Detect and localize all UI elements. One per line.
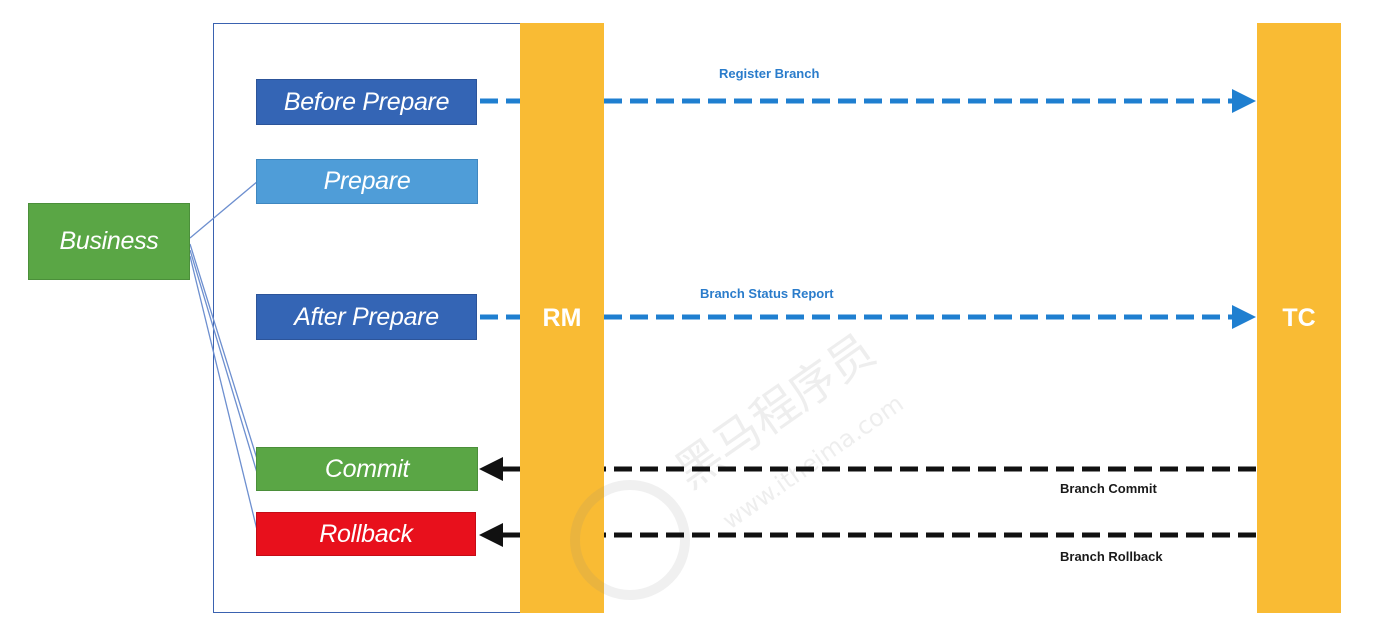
- business-box: Business: [28, 203, 190, 280]
- rm-lane: RM: [520, 23, 604, 613]
- prepare-box: Prepare: [256, 159, 478, 204]
- business-label: Business: [59, 227, 159, 255]
- prepare-label: Prepare: [323, 167, 411, 195]
- register-branch-arrow: [480, 89, 1256, 113]
- before-prepare-label: Before Prepare: [283, 87, 450, 116]
- register-branch-label: Register Branch: [719, 66, 820, 81]
- tc-lane: TC: [1257, 23, 1341, 613]
- before-prepare-box: Before Prepare: [256, 79, 477, 125]
- connector-business-commit-a: [189, 243, 259, 463]
- branch-rollback-arrow: [479, 523, 1256, 547]
- branch-status-report-arrow: [480, 305, 1256, 329]
- rollback-label: Rollback: [319, 519, 413, 548]
- branch-commit-arrow: [479, 457, 1256, 481]
- commit-box: Commit: [256, 447, 478, 491]
- branch-status-report-label: Branch Status Report: [700, 286, 834, 301]
- rollback-box: Rollback: [256, 512, 476, 556]
- connector-business-rollback: [189, 255, 259, 535]
- branch-rollback-label: Branch Rollback: [1060, 549, 1163, 564]
- commit-label: Commit: [324, 454, 410, 483]
- after-prepare-label: After Prepare: [294, 302, 439, 331]
- branch-commit-label: Branch Commit: [1060, 481, 1157, 496]
- connector-business-prepare: [189, 180, 259, 239]
- connector-business-commit-b: [189, 249, 259, 477]
- tc-label: TC: [1282, 303, 1316, 332]
- rm-label: RM: [542, 303, 582, 332]
- after-prepare-box: After Prepare: [256, 294, 477, 340]
